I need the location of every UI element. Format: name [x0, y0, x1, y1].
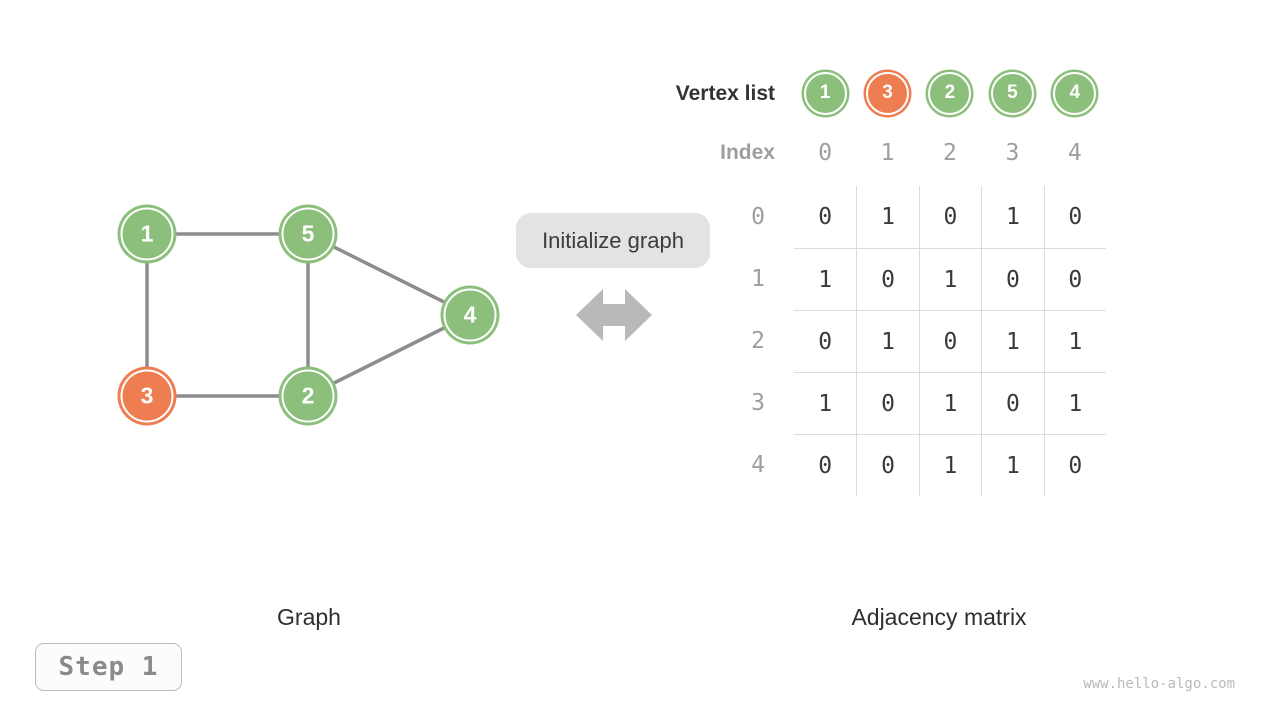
matrix-cell: 1 [918, 372, 982, 434]
graph-vertex-2: 2 [281, 369, 335, 423]
index-value: 2 [943, 140, 957, 166]
operation-text: Initialize graph [542, 227, 684, 253]
matrix-cell: 1 [1043, 372, 1106, 434]
matrix-cell: 0 [856, 372, 919, 434]
matrix-cell: 1 [794, 248, 857, 310]
adjacency-matrix: 0 1 0 1 0 1 0 1 0 0 0 1 0 1 1 1 0 1 0 1 … [794, 186, 1106, 496]
matrix-cell: 0 [794, 434, 857, 496]
vertex-label: 1 [140, 220, 154, 247]
graph-edge [307, 232, 471, 317]
vertex-label: 4 [463, 301, 477, 328]
graph-vertex-3: 3 [120, 369, 174, 423]
double-arrow-icon [576, 289, 652, 341]
row-label: 3 [751, 390, 765, 416]
index-row: 0 1 2 3 4 [794, 140, 1106, 166]
matrix-cell: 0 [794, 310, 857, 372]
row-label: 1 [751, 266, 765, 292]
matrix-row-labels: 0 1 2 3 4 [740, 186, 776, 496]
matrix-cell: 0 [1043, 248, 1106, 310]
row-label: 0 [751, 204, 765, 230]
vertex-chip-3: 3 [866, 71, 910, 115]
graph-vertex-5: 5 [281, 207, 335, 261]
vertex-chip-label: 5 [1007, 82, 1018, 103]
matrix-caption: Adjacency matrix [851, 604, 1027, 630]
graph-edge [307, 313, 471, 398]
matrix-cell: 0 [1043, 434, 1106, 496]
matrix-cell: 0 [918, 186, 981, 248]
matrix-cell: 1 [856, 186, 918, 248]
operation-label: Initialize graph [516, 213, 710, 268]
matrix-cell: 1 [981, 310, 1044, 372]
matrix-cell: 0 [981, 248, 1044, 310]
matrix-cell: 1 [918, 248, 982, 310]
vertex-list-label: Vertex list [675, 82, 775, 105]
matrix-cell: 0 [856, 434, 919, 496]
vertex-chip-1: 1 [803, 71, 847, 115]
index-value: 3 [1005, 140, 1020, 166]
graph-vertex-4: 4 [443, 288, 497, 342]
vertex-chip-label: 2 [944, 82, 956, 103]
vertex-label: 3 [140, 382, 154, 409]
step-badge-label: Step 1 [58, 652, 159, 682]
vertex-label: 2 [301, 382, 315, 409]
vertex-chip-2: 2 [928, 71, 972, 115]
vertex-chip-label: 4 [1069, 82, 1081, 103]
graph-vertex-1: 1 [120, 207, 174, 261]
index-value: 4 [1067, 140, 1082, 166]
matrix-cell: 1 [981, 186, 1043, 248]
matrix-cell: 1 [794, 372, 857, 434]
matrix-cell: 0 [818, 204, 833, 230]
matrix-cell: 1 [1043, 310, 1106, 372]
vertex-label: 5 [301, 220, 315, 247]
matrix-cell: 1 [856, 310, 919, 372]
vertex-list-row: 1 3 2 5 4 [794, 69, 1106, 117]
watermark: www.hello-algo.com [1083, 676, 1235, 692]
graph-caption: Graph [277, 604, 341, 630]
index-value: 1 [880, 140, 895, 166]
vertex-chip-5: 5 [990, 71, 1034, 115]
matrix-cell: 1 [981, 434, 1044, 496]
matrix-cell: 0 [856, 248, 919, 310]
vertex-chip-label: 3 [882, 82, 893, 103]
matrix-cell: 1 [918, 434, 982, 496]
index-label: Index [720, 141, 775, 164]
row-label: 4 [751, 452, 765, 478]
step-badge: Step 1 [35, 643, 182, 691]
matrix-cell: 0 [918, 310, 982, 372]
row-label: 2 [751, 328, 765, 354]
index-value: 0 [818, 140, 833, 166]
matrix-cell: 0 [1043, 186, 1106, 248]
vertex-chip-label: 1 [819, 82, 831, 103]
matrix-cell: 0 [981, 372, 1044, 434]
vertex-chip-4: 4 [1053, 71, 1097, 115]
